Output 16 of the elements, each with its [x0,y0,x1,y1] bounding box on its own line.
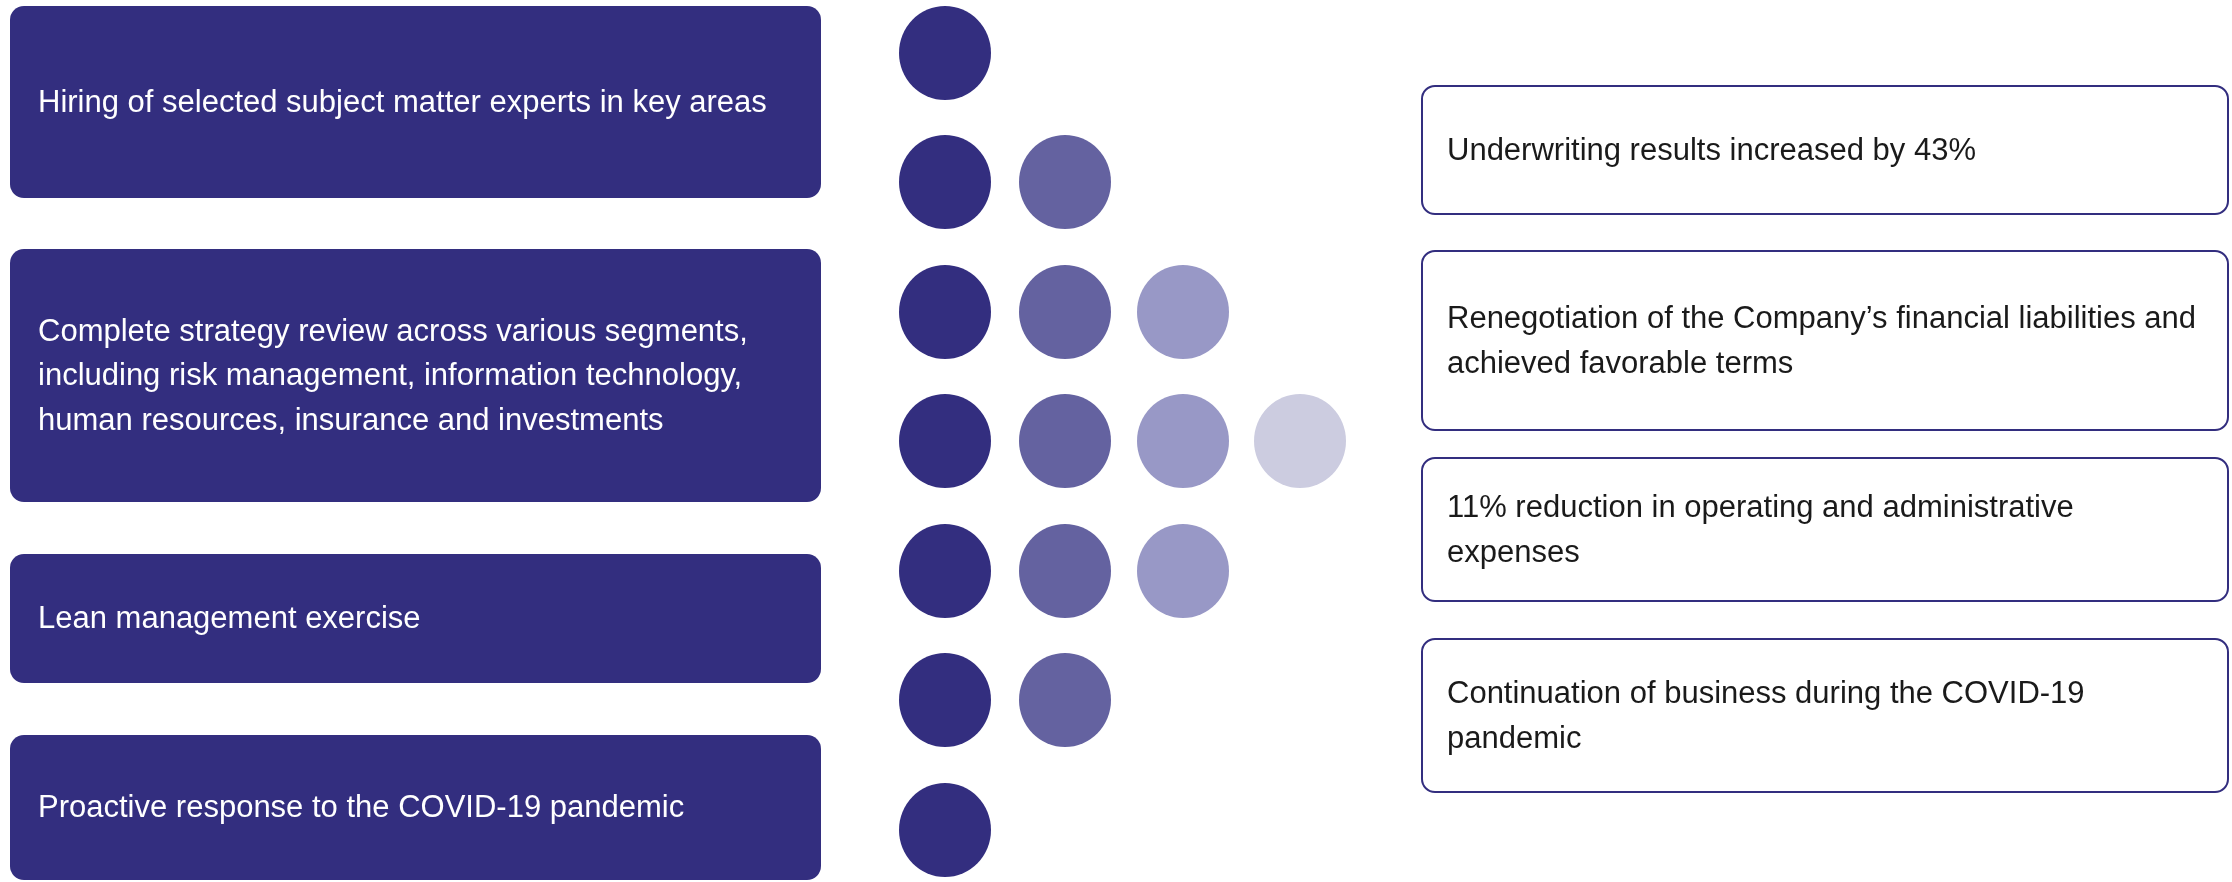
box-text: Continuation of business during the COVID-19 pandemic [1447,674,2086,757]
strategy-box [1421,638,2229,793]
box-text: Proactive response to the COVID-19 pandemic [38,788,685,827]
strategy-box [1421,250,2229,431]
strategy-box [10,249,821,502]
box-text: Hiring of selected subject matter experts in key areas [38,83,767,121]
box-text: 11% reduction in operating and administrative expenses [1447,488,2075,571]
strategy-box [1421,457,2229,602]
strategy-box [10,735,821,880]
box-text: Lean management exercise [38,599,421,638]
strategy-box [10,6,821,198]
box-text: Underwriting results increased by 43% [1447,131,1976,169]
box-text: Complete strategy review across various segments, including risk management, information technology, human resources, insurance and investments [38,312,749,439]
strategy-box [1421,85,2229,215]
strategy-box [10,554,821,683]
box-text: Renegotiation of the Company’s financial liabilities and achieved favorable terms [1447,299,2198,382]
